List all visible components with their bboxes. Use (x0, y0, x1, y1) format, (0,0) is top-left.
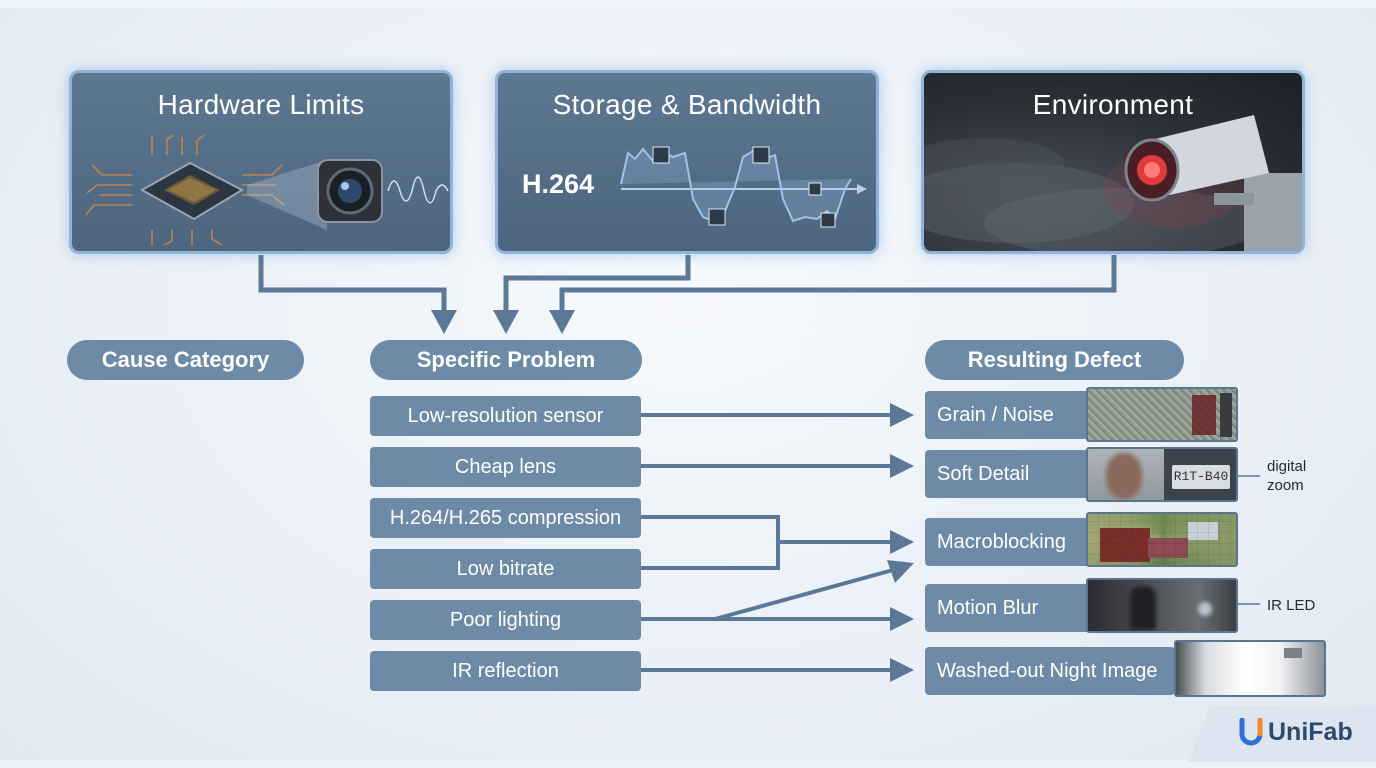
washed-out-thumbnail (1174, 640, 1326, 697)
bitrate-waveform (620, 146, 867, 228)
storage-bandwidth-title: Storage & Bandwidth (552, 89, 822, 120)
problem-ir-reflection: IR reflection (370, 651, 641, 691)
grain-noise-thumbnail (1086, 387, 1238, 442)
brand-logo-background (1188, 706, 1376, 762)
hardware-limits-card: Hardware Limits (69, 70, 453, 254)
hardware-limits-title: Hardware Limits (157, 89, 365, 120)
environment-card: Environment (921, 70, 1305, 254)
problem-compression: H.264/H.265 compression (370, 498, 641, 538)
chip-camera-illustration (85, 135, 449, 245)
soft-detail-thumbnail: R1T-B40 (1086, 447, 1238, 502)
problem-low-bitrate: Low bitrate (370, 549, 641, 589)
cause-category-header: Cause Category (67, 340, 304, 380)
environment-title: Environment (1032, 89, 1194, 120)
ir-led-note: IR LED (1267, 597, 1316, 614)
codec-label: H.264 (522, 169, 595, 199)
brand-name: UniFab (1268, 718, 1353, 746)
storage-bandwidth-card: Storage & Bandwidth H.264 (495, 70, 879, 254)
problem-poor-lighting: Poor lighting (370, 600, 641, 640)
digital-zoom-note: digital zoom (1267, 458, 1307, 494)
problem-low-resolution-sensor: Low-resolution sensor (370, 396, 641, 436)
fog-camera-illustration (924, 115, 1302, 251)
specific-problem-header: Specific Problem (370, 340, 642, 380)
unifab-logo-icon (1239, 718, 1263, 746)
defect-washed-out-night-image: Washed-out Night Image (925, 647, 1175, 695)
problem-cheap-lens: Cheap lens (370, 447, 641, 487)
motion-blur-thumbnail (1086, 578, 1238, 633)
license-plate: R1T-B40 (1172, 465, 1230, 489)
resulting-defect-header: Resulting Defect (925, 340, 1184, 380)
macroblocking-thumbnail (1086, 512, 1238, 567)
